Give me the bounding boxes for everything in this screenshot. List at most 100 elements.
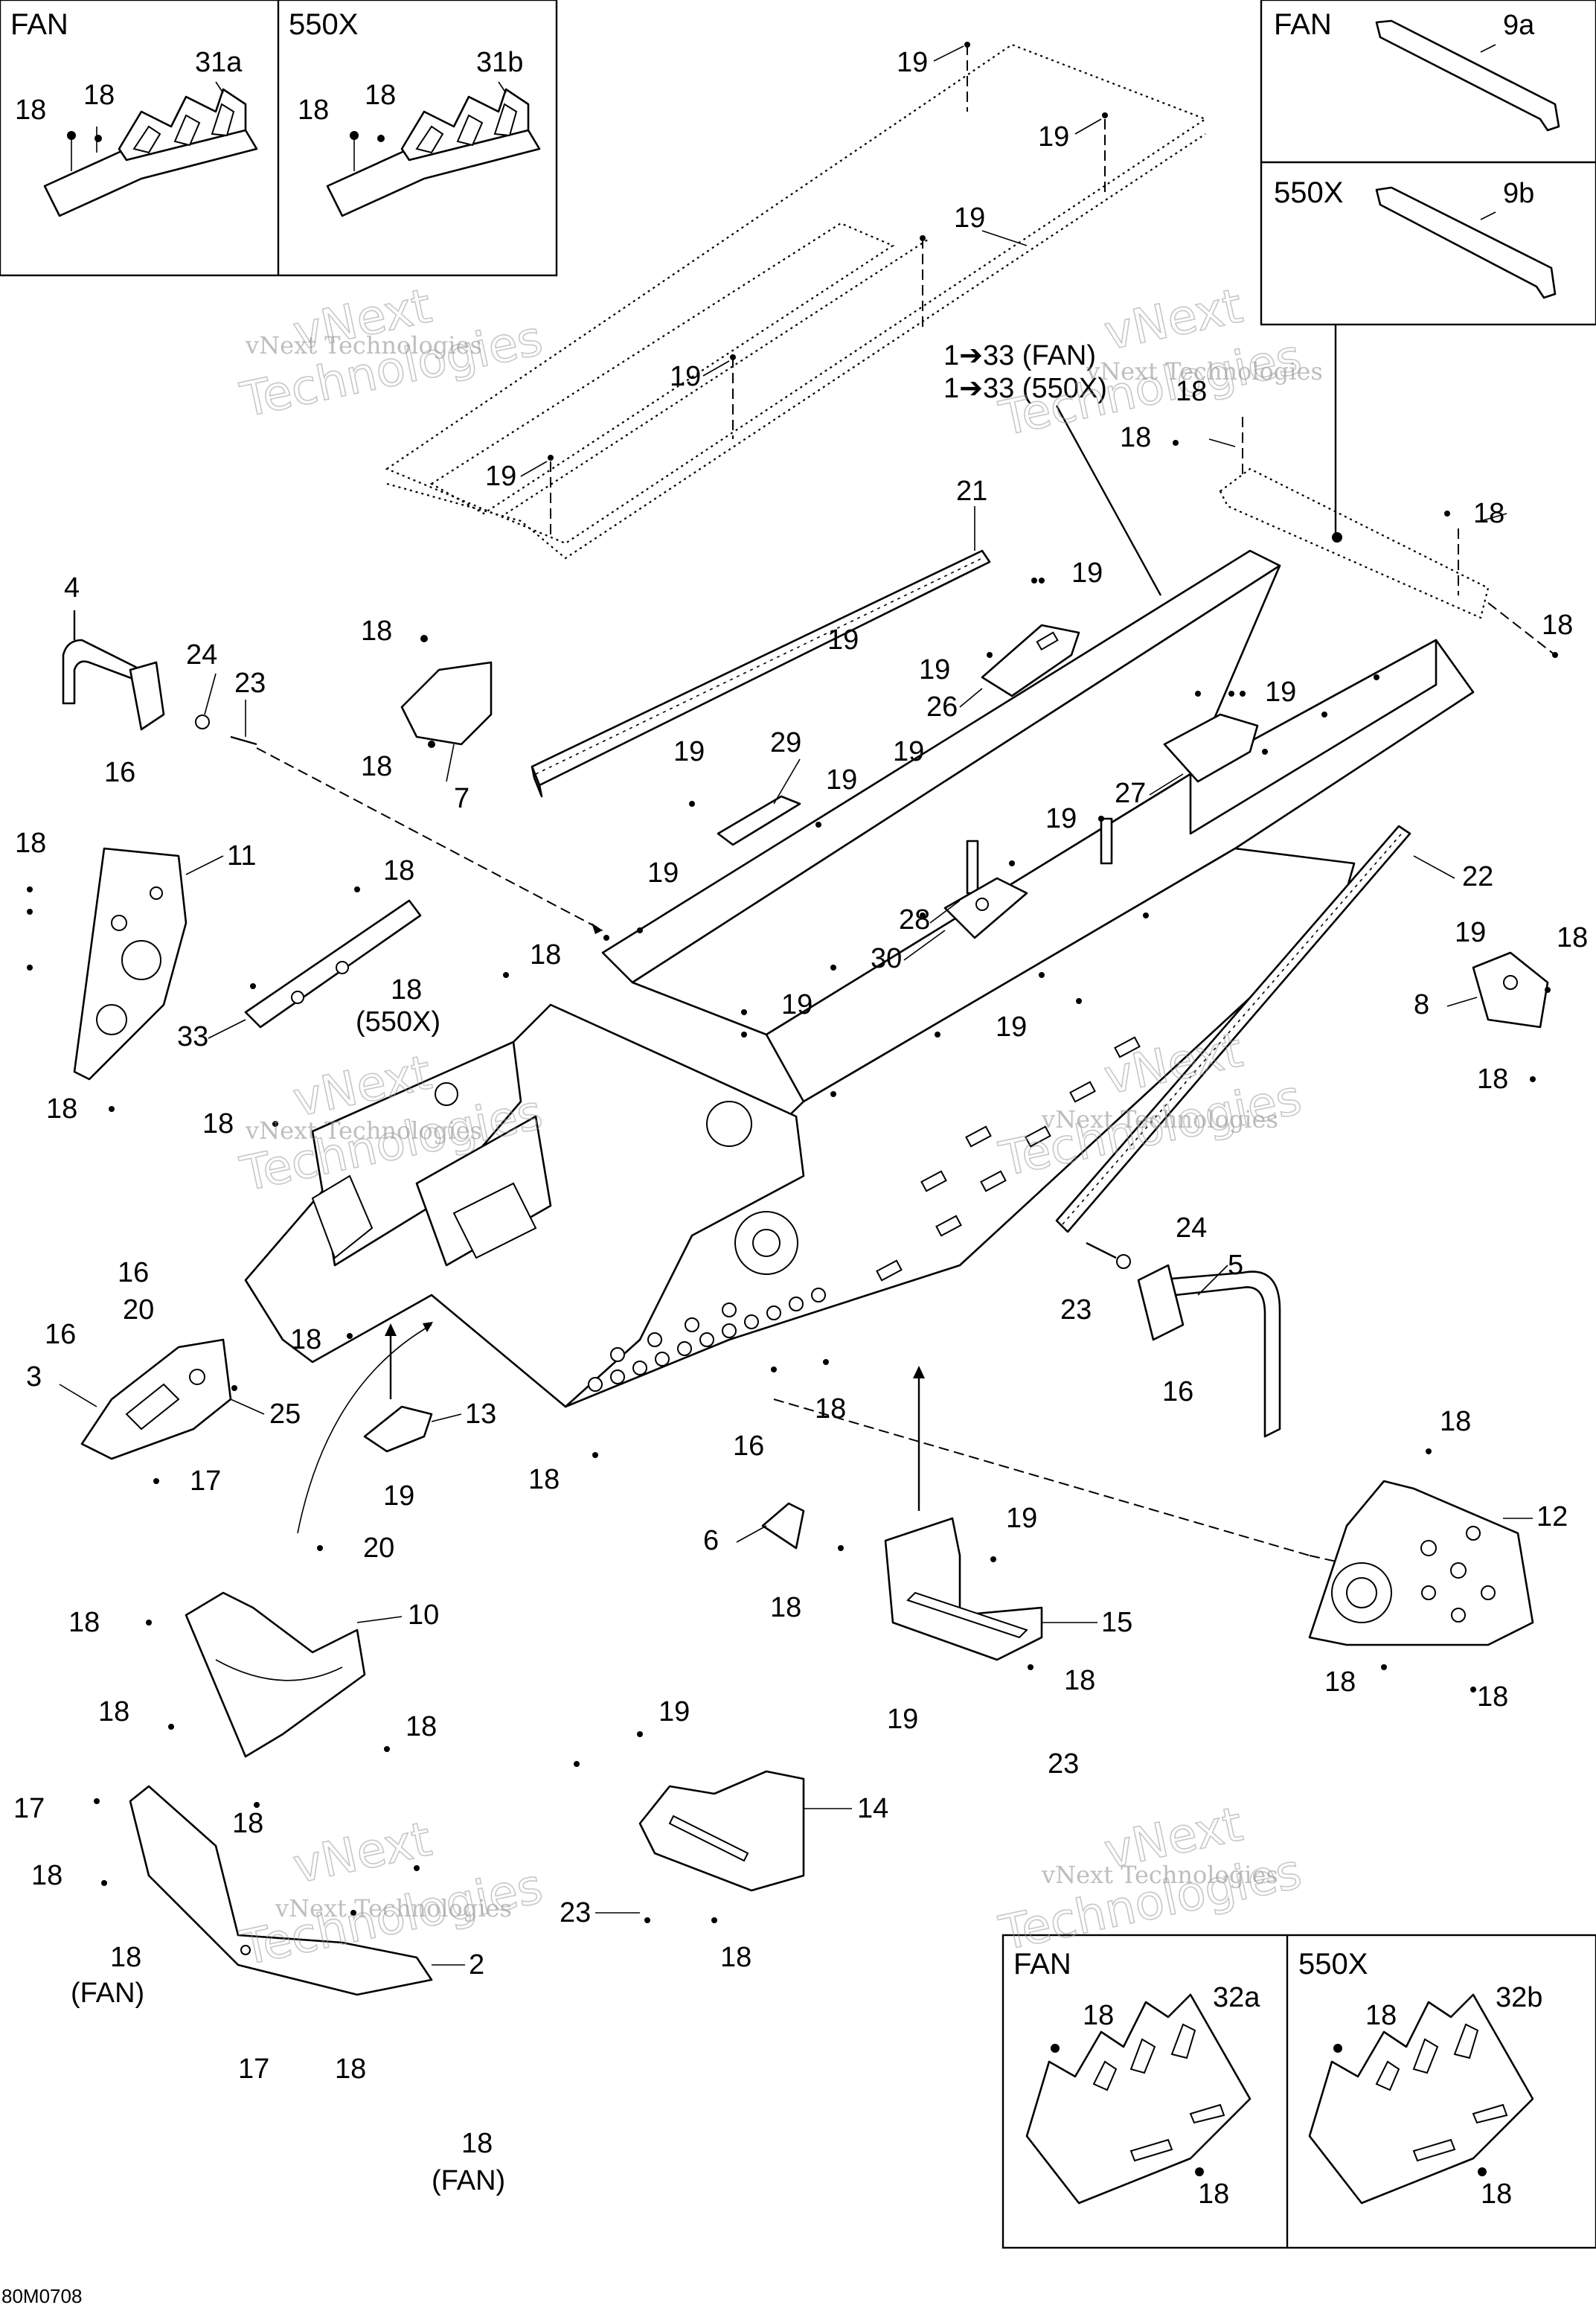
part-8-bracket xyxy=(1472,951,1549,1029)
svg-text:18: 18 xyxy=(98,1696,129,1727)
inset-bottom-right: FAN 550X 18 32a 18 18 32b 18 xyxy=(1001,1934,1596,2249)
inset-550x-title-right: 550X xyxy=(1274,176,1343,209)
part-13-cover xyxy=(363,1405,433,1453)
svg-text:19: 19 xyxy=(887,1704,918,1735)
svg-text:7: 7 xyxy=(454,783,469,814)
svg-text:19: 19 xyxy=(1038,121,1069,153)
svg-text:18: 18 xyxy=(1120,422,1151,453)
svg-text:3: 3 xyxy=(26,1361,42,1393)
svg-text:18: 18 xyxy=(15,828,46,859)
svg-text:18: 18 xyxy=(232,1808,263,1839)
svg-text:19: 19 xyxy=(893,736,924,767)
svg-text:18: 18 xyxy=(31,1860,63,1891)
svg-text:26: 26 xyxy=(926,691,958,723)
svg-text:6: 6 xyxy=(703,1525,719,1556)
fasteners xyxy=(27,42,1558,1923)
svg-text:31a: 31a xyxy=(195,47,243,78)
svg-text:18: 18 xyxy=(1365,2000,1397,2031)
svg-text:14: 14 xyxy=(857,1793,888,1824)
svg-text:9b: 9b xyxy=(1503,178,1534,209)
svg-text:32b: 32b xyxy=(1496,1982,1542,2013)
svg-text:18: 18 xyxy=(1083,2000,1114,2031)
part-14-footrest xyxy=(638,1770,805,1892)
svg-text:17: 17 xyxy=(238,2053,269,2085)
svg-text:19: 19 xyxy=(647,857,679,889)
part-12-plate xyxy=(1308,1480,1534,1646)
svg-text:18: 18 xyxy=(1198,2179,1229,2210)
svg-text:19: 19 xyxy=(919,654,950,685)
svg-text:vNext Technologies: vNext Technologies xyxy=(245,1116,482,1145)
svg-text:28: 28 xyxy=(899,904,930,936)
svg-text:22: 22 xyxy=(1462,861,1493,892)
svg-text:29: 29 xyxy=(770,727,801,758)
part-3-bracket xyxy=(80,1338,232,1460)
svg-text:4: 4 xyxy=(64,572,80,604)
svg-text:18: 18 xyxy=(1324,1666,1356,1698)
inset-550x-title-bottom: 550X xyxy=(1298,1948,1368,1981)
svg-text:18: 18 xyxy=(15,95,46,126)
svg-text:19: 19 xyxy=(485,461,516,492)
svg-text:18: 18 xyxy=(1440,1406,1471,1437)
inset-top-left: FAN 550X 18 18 31a 18 18 31b xyxy=(0,0,558,277)
svg-text:19: 19 xyxy=(383,1480,414,1512)
inset-550x-title: 550X xyxy=(289,8,358,41)
svg-text:19: 19 xyxy=(670,361,701,392)
svg-text:18: 18 xyxy=(1064,1665,1095,1696)
svg-text:vNext: vNext xyxy=(289,1812,436,1894)
svg-text:18: 18 xyxy=(1542,610,1573,641)
svg-text:18: 18 xyxy=(815,1393,846,1425)
part-15-footrest xyxy=(884,1517,1043,1661)
svg-text:18: 18 xyxy=(720,1942,751,1973)
reference-note-fan: 1➔33 (FAN) xyxy=(943,340,1096,371)
inset-fan-title-bottom: FAN xyxy=(1013,1948,1071,1981)
svg-text:16: 16 xyxy=(733,1431,764,1462)
svg-text:18: 18 xyxy=(1477,1681,1508,1713)
pin-28a xyxy=(966,840,979,895)
svg-text:19: 19 xyxy=(826,764,857,796)
pin-28b xyxy=(1100,817,1113,865)
svg-text:18: 18 xyxy=(298,95,329,126)
svg-text:20: 20 xyxy=(123,1294,154,1326)
svg-text:31b: 31b xyxy=(476,47,523,78)
svg-text:16: 16 xyxy=(104,757,135,788)
heat-exchanger-cover xyxy=(1219,417,1556,656)
svg-text:25: 25 xyxy=(269,1399,301,1430)
svg-text:15: 15 xyxy=(1101,1607,1132,1638)
bolt-23 xyxy=(230,735,257,746)
svg-text:18: 18 xyxy=(1557,922,1588,953)
svg-text:13: 13 xyxy=(465,1399,496,1430)
svg-text:17: 17 xyxy=(190,1465,221,1497)
svg-text:19: 19 xyxy=(1045,803,1077,834)
svg-text:18: 18 xyxy=(1477,1064,1508,1095)
svg-text:18: 18 xyxy=(1473,498,1504,529)
svg-text:(FAN): (FAN) xyxy=(432,2165,505,2196)
svg-text:19: 19 xyxy=(673,736,705,767)
svg-text:18: 18 xyxy=(530,939,561,971)
svg-text:18: 18 xyxy=(1176,376,1207,407)
svg-text:19: 19 xyxy=(954,202,985,234)
svg-text:vNext Technologies: vNext Technologies xyxy=(1041,1105,1278,1134)
svg-text:9a: 9a xyxy=(1503,10,1535,41)
svg-text:10: 10 xyxy=(408,1599,439,1631)
inset-fan-title-right: FAN xyxy=(1274,8,1332,41)
svg-text:18: 18 xyxy=(361,616,392,647)
svg-text:vNext Technologies: vNext Technologies xyxy=(1041,1861,1278,1889)
svg-text:18: 18 xyxy=(528,1464,560,1495)
svg-text:19: 19 xyxy=(827,624,859,656)
washer-24 xyxy=(195,715,210,729)
svg-text:30: 30 xyxy=(871,943,902,974)
svg-text:33: 33 xyxy=(177,1021,208,1052)
svg-text:8: 8 xyxy=(1414,989,1429,1020)
inset-fan-title: FAN xyxy=(10,8,68,41)
leader-lines xyxy=(59,45,1533,1966)
guard-32a xyxy=(1025,1993,1252,2205)
guard-32b xyxy=(1308,1993,1534,2205)
part-6-bracket xyxy=(761,1502,805,1550)
svg-text:18: 18 xyxy=(110,1942,141,1973)
svg-text:18: 18 xyxy=(391,974,422,1006)
svg-text:18: 18 xyxy=(202,1108,234,1139)
guard-31b xyxy=(326,81,541,217)
footrest-holes xyxy=(588,1288,826,1392)
figure-code: 80M0708 xyxy=(1,2285,83,2307)
svg-text:16: 16 xyxy=(1162,1376,1193,1407)
